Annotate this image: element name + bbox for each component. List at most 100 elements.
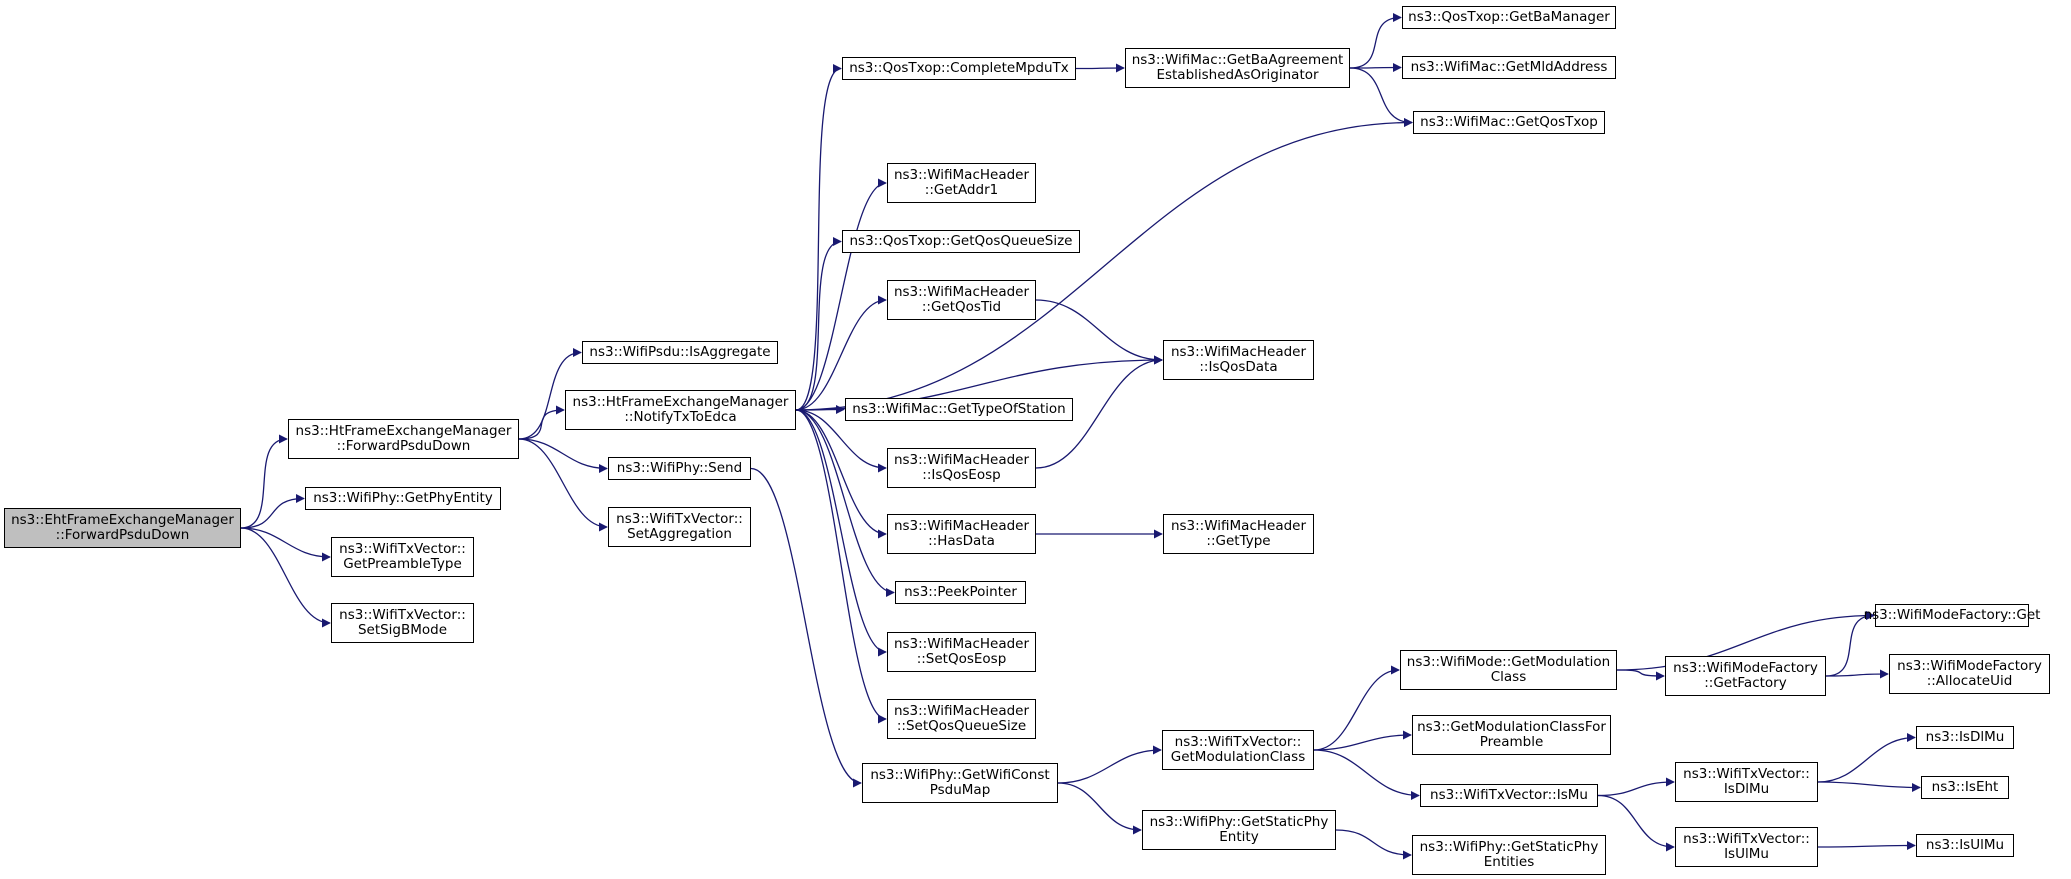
node-get-mld-address[interactable]: ns3::WifiMac::GetMldAddress bbox=[1402, 56, 1616, 79]
node-get-preamble-type[interactable]: ns3::WifiTxVector:: GetPreambleType bbox=[331, 537, 474, 577]
node-label-line: ::ForwardPsduDown bbox=[336, 438, 471, 454]
edge-get_mod_class_tx-to-mode_get_mod_class bbox=[1313, 665, 1400, 751]
edge-is_mu-to-is_dl_mu_tx bbox=[1597, 777, 1675, 797]
node-get-phy-entity[interactable]: ns3::WifiPhy::GetPhyEntity bbox=[305, 487, 501, 510]
node-label-line: ::IsQosEosp bbox=[922, 467, 1001, 483]
node-get-factory[interactable]: ns3::WifiModeFactory ::GetFactory bbox=[1665, 656, 1826, 696]
node-phy-send[interactable]: ns3::WifiPhy::Send bbox=[608, 457, 751, 480]
edge-notify_tx-to-peek_pointer bbox=[795, 409, 895, 597]
node-label-line: ns3::WifiTxVector:: bbox=[339, 607, 466, 623]
node-is-ul-mu[interactable]: ns3::IsUlMu bbox=[1916, 834, 2014, 857]
node-get-qos-tid[interactable]: ns3::WifiMacHeader ::GetQosTid bbox=[887, 280, 1036, 320]
node-get-type[interactable]: ns3::WifiMacHeader ::GetType bbox=[1163, 514, 1314, 554]
node-get-static-phy-entity[interactable]: ns3::WifiPhy::GetStaticPhy Entity bbox=[1142, 810, 1336, 850]
node-set-aggregation[interactable]: ns3::WifiTxVector:: SetAggregation bbox=[608, 507, 751, 547]
node-label-line: ns3::WifiMacHeader bbox=[893, 636, 1030, 652]
node-label-line: ns3::WifiTxVector:: bbox=[339, 541, 466, 557]
node-label-line: ns3::IsEht bbox=[1931, 779, 1999, 795]
node-get-ba-agreement-established[interactable]: ns3::WifiMac::GetBaAgreement Established… bbox=[1125, 48, 1350, 88]
node-eht-forward-psdu-down: ns3::EhtFrameExchangeManager ::ForwardPs… bbox=[4, 508, 241, 548]
node-label-line: IsUlMu bbox=[1724, 846, 1769, 862]
node-set-qos-queue-size[interactable]: ns3::WifiMacHeader ::SetQosQueueSize bbox=[887, 699, 1036, 739]
node-label-line: ns3::WifiMacHeader bbox=[1170, 518, 1307, 534]
node-label-line: ns3::WifiTxVector:: bbox=[1683, 831, 1810, 847]
edge-ht_forward-to-is_aggregate bbox=[518, 348, 582, 440]
edge-get_ba_agreement-to-get_mld_address bbox=[1349, 63, 1402, 73]
node-set-qos-eosp[interactable]: ns3::WifiMacHeader ::SetQosEosp bbox=[887, 632, 1036, 672]
node-complete-mpdu-tx[interactable]: ns3::QosTxop::CompleteMpduTx bbox=[842, 57, 1076, 80]
node-label-line: ns3::WifiPsdu::IsAggregate bbox=[589, 344, 771, 360]
node-is-ul-mu-tx[interactable]: ns3::WifiTxVector:: IsUlMu bbox=[1675, 827, 1818, 867]
edge-phy_send-to-get_wifi_const bbox=[750, 467, 862, 788]
node-label-line: ::GetAddr1 bbox=[924, 182, 999, 198]
node-label-line: ::GetQosTid bbox=[921, 299, 1002, 315]
node-get-addr1[interactable]: ns3::WifiMacHeader ::GetAddr1 bbox=[887, 163, 1036, 203]
node-wifi-mode-factory-get[interactable]: ns3::WifiModeFactory::Get bbox=[1864, 604, 2040, 627]
edge-notify_tx-to-get_qos_txop bbox=[795, 118, 1413, 411]
node-get-qos-txop[interactable]: ns3::WifiMac::GetQosTxop bbox=[1413, 111, 1605, 134]
node-label-line: ns3::WifiModeFactory bbox=[1673, 660, 1818, 676]
node-label-line: ::NotifyTxToEdca bbox=[624, 409, 737, 425]
node-label-line: Class bbox=[1490, 669, 1527, 685]
node-label-line: ns3::IsDlMu bbox=[1925, 729, 2005, 745]
node-label-line: ns3::WifiPhy::GetStaticPhy bbox=[1149, 814, 1329, 830]
edge-eht_forward-to-ht_forward bbox=[240, 434, 288, 529]
node-label-line: ::SetQosEosp bbox=[916, 651, 1007, 667]
node-label-line: ns3::WifiPhy::GetPhyEntity bbox=[313, 490, 493, 506]
edge-get_static_phy_entity-to-get_static_phy_entities bbox=[1335, 829, 1412, 860]
node-ht-forward-psdu-down[interactable]: ns3::HtFrameExchangeManager ::ForwardPsd… bbox=[288, 419, 519, 459]
node-label-line: ns3::WifiPhy::GetWifiConst bbox=[870, 767, 1050, 783]
node-get-modulation-class-tx[interactable]: ns3::WifiTxVector:: GetModulationClass bbox=[1162, 730, 1314, 770]
node-is-qos-eosp[interactable]: ns3::WifiMacHeader ::IsQosEosp bbox=[887, 448, 1036, 488]
edge-get_wifi_const-to-get_mod_class_tx bbox=[1057, 745, 1162, 784]
node-label-line: ns3::QosTxop::GetQosQueueSize bbox=[849, 233, 1073, 249]
node-notify-tx-to-edca[interactable]: ns3::HtFrameExchangeManager ::NotifyTxTo… bbox=[565, 390, 796, 430]
node-get-type-of-station[interactable]: ns3::WifiMac::GetTypeOfStation bbox=[845, 398, 1073, 421]
node-label-line: ns3::WifiTxVector:: bbox=[1174, 734, 1302, 750]
node-wifi-mode-get-modulation-class[interactable]: ns3::WifiMode::GetModulation Class bbox=[1400, 650, 1617, 690]
node-get-modulation-class-for-preamble[interactable]: ns3::GetModulationClassFor Preamble bbox=[1412, 715, 1611, 755]
node-label-line: ns3::WifiMacHeader bbox=[893, 703, 1030, 719]
node-label-line: ns3::WifiPhy::Send bbox=[616, 460, 743, 476]
node-is-eht[interactable]: ns3::IsEht bbox=[1921, 776, 2009, 799]
node-label-line: ns3::QosTxop::CompleteMpduTx bbox=[849, 60, 1069, 76]
edge-notify_tx-to-get_addr1 bbox=[795, 178, 887, 411]
node-allocate-uid[interactable]: ns3::WifiModeFactory ::AllocateUid bbox=[1889, 654, 2050, 694]
edge-mode_get_mod_class-to-mode_factory_get bbox=[1616, 611, 1875, 671]
edge-notify_tx-to-has_data bbox=[795, 409, 887, 539]
node-label-line: ns3::WifiTxVector:: bbox=[1683, 766, 1810, 782]
node-is-qos-data[interactable]: ns3::WifiMacHeader ::IsQosData bbox=[1163, 340, 1314, 380]
edge-eht_forward-to-get_phy_entity bbox=[240, 494, 305, 529]
node-is-dl-mu-tx[interactable]: ns3::WifiTxVector:: IsDlMu bbox=[1675, 762, 1818, 802]
edge-get_factory-to-allocate_uid bbox=[1825, 669, 1889, 679]
node-get-wifi-const-psdu-map[interactable]: ns3::WifiPhy::GetWifiConst PsduMap bbox=[862, 763, 1058, 803]
edge-notify_tx-to-complete_mpdu bbox=[795, 64, 842, 411]
node-label-line: ns3::WifiMacHeader bbox=[893, 167, 1030, 183]
node-label-line: ns3::QosTxop::GetBaManager bbox=[1408, 9, 1610, 25]
node-label-line: ns3::HtFrameExchangeManager bbox=[295, 423, 512, 439]
edge-complete_mpdu-to-get_ba_agreement bbox=[1075, 63, 1125, 73]
node-peek-pointer[interactable]: ns3::PeekPointer bbox=[895, 581, 1026, 604]
node-get-static-phy-entities[interactable]: ns3::WifiPhy::GetStaticPhy Entities bbox=[1412, 835, 1606, 875]
node-get-ba-manager[interactable]: ns3::QosTxop::GetBaManager bbox=[1402, 6, 1616, 29]
node-get-qos-queue-size[interactable]: ns3::QosTxop::GetQosQueueSize bbox=[842, 230, 1080, 253]
node-is-aggregate[interactable]: ns3::WifiPsdu::IsAggregate bbox=[582, 341, 778, 364]
node-is-mu[interactable]: ns3::WifiTxVector::IsMu bbox=[1420, 784, 1598, 807]
node-label-line: ns3::WifiMacHeader bbox=[893, 452, 1030, 468]
node-label-line: ns3::WifiTxVector:: bbox=[616, 511, 743, 527]
node-label-line: ::AllocateUid bbox=[1926, 673, 2013, 689]
node-set-sigb-mode[interactable]: ns3::WifiTxVector:: SetSigBMode bbox=[331, 603, 474, 643]
edge-is_dl_mu_tx-to-is_eht bbox=[1817, 781, 1921, 792]
node-label-line: SetAggregation bbox=[627, 526, 732, 542]
node-label-line: ns3::WifiMac::GetQosTxop bbox=[1420, 114, 1598, 130]
edge-eht_forward-to-set_sigb_mode bbox=[240, 527, 331, 628]
edge-is_qos_eosp-to-is_qos_data bbox=[1035, 355, 1163, 469]
node-is-dl-mu[interactable]: ns3::IsDlMu bbox=[1916, 726, 2014, 749]
node-label-line: ns3::GetModulationClassFor bbox=[1417, 719, 1606, 735]
node-has-data[interactable]: ns3::WifiMacHeader ::HasData bbox=[887, 514, 1036, 554]
node-label-line: ns3::WifiMacHeader bbox=[1170, 344, 1307, 360]
node-label-line: ns3::IsUlMu bbox=[1925, 837, 2005, 853]
node-label-line: PsduMap bbox=[929, 782, 991, 798]
edge-notify_tx-to-set_qos_queue_size bbox=[795, 409, 887, 724]
edge-get_wifi_const-to-get_static_phy_entity bbox=[1057, 782, 1142, 835]
